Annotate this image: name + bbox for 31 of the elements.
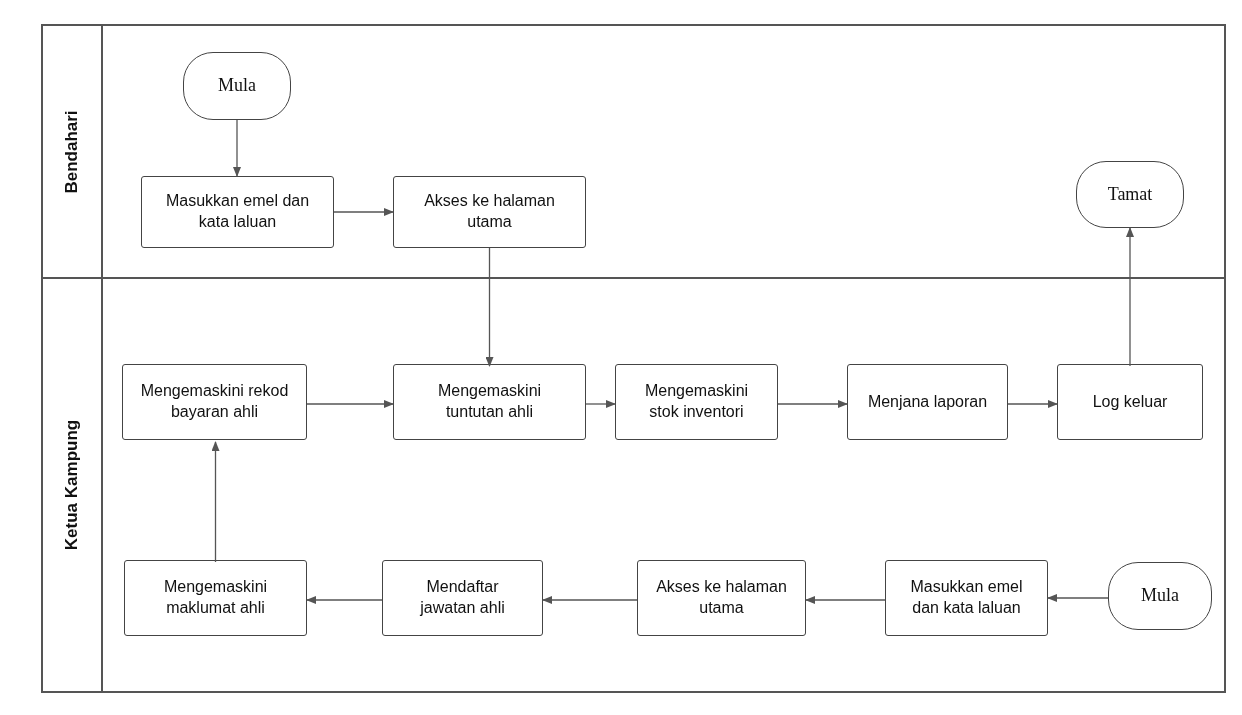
arrow [211,441,220,563]
arrow [585,400,616,408]
process-box: Mengemaskini tuntutan ahli [393,364,586,440]
process-box: Akses ke halaman utama [637,560,806,636]
swimlane [41,277,1226,693]
arrow [306,400,394,408]
lane-title: Bendahari [62,109,82,194]
arrow [542,596,638,604]
arrow [1126,227,1134,367]
process-box: Log keluar [1057,364,1203,440]
terminal-shape: Mula [183,52,291,120]
process-box: Masukkan emel dan kata laluan [141,176,334,248]
arrow [777,400,848,408]
arrow [805,596,886,604]
arrow [233,119,241,177]
process-box: Mengemaskini rekod bayaran ahli [122,364,307,440]
arrow [333,208,394,216]
terminal-shape: Mula [1108,562,1212,630]
arrow [1047,594,1109,602]
arrow [306,596,383,604]
process-box: Mendaftar jawatan ahli [382,560,543,636]
arrow [1007,400,1058,408]
process-box: Mengemaskini stok inventori [615,364,778,440]
process-box: Menjana laporan [847,364,1008,440]
swimlane [41,24,1226,279]
process-box: Masukkan emel dan kata laluan [885,560,1048,636]
lane-title: Ketua Kampung [62,419,82,551]
arrow [485,247,494,367]
terminal-shape: Tamat [1076,161,1184,228]
process-box: Mengemaskini maklumat ahli [124,560,307,636]
process-box: Akses ke halaman utama [393,176,586,248]
